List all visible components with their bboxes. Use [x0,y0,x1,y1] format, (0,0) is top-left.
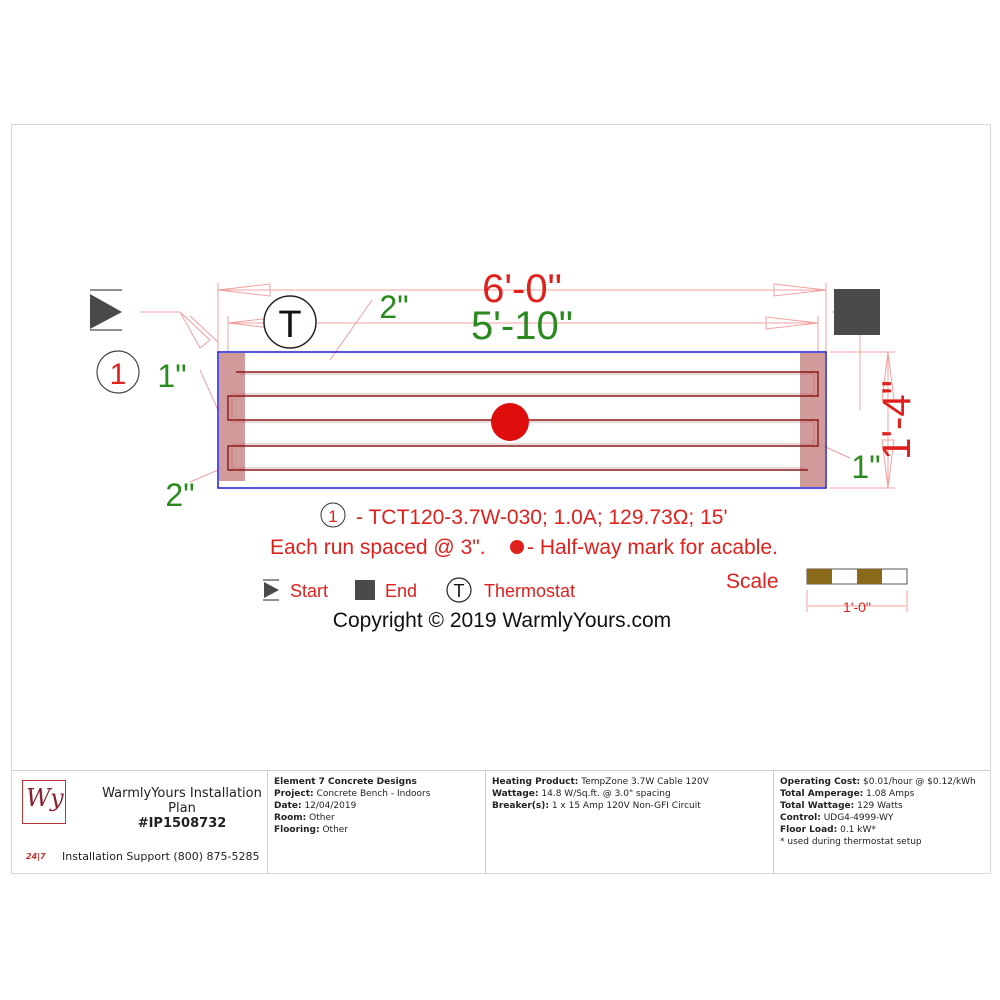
control-value: UDG4-4999-WY [823,813,894,823]
wattage-value: 14.8 W/Sq.ft. @ 3.0" spacing [541,789,671,799]
scale-bar [806,568,908,612]
customer-name: Element 7 Concrete Designs [274,777,417,787]
titleblock-product: Heating Product: TempZone 3.7W Cable 120… [486,770,774,874]
titleblock-project: Element 7 Concrete Designs Project: Conc… [268,770,486,874]
installation-support-text: Installation Support (800) 875-5285 [62,850,260,863]
dim-right-offset: 1" [851,449,880,485]
thermostat-symbol: T [263,295,317,349]
circuit-number-badge: 1 [96,350,140,394]
bench-outline [217,351,827,489]
dimension-lines [140,283,895,489]
footnote: * used during thermostat setup [780,837,922,847]
end-symbol [834,289,880,335]
amperage-value: 1.08 Amps [866,789,915,799]
legend-halfway-note: - Half-way mark for acable. [527,536,778,559]
dim-total-width: 6'-0" [482,267,562,311]
legend-cable-number: 1 [328,507,337,526]
titleblock-company: Wy WarmlyYours Installation Plan #IP1508… [12,770,268,874]
total-wattage-value: 129 Watts [857,801,903,811]
titleblock-divider [12,770,990,771]
heating-product-value: TempZone 3.7W Cable 120V [581,777,709,787]
plan-sheet [11,124,991,874]
halfway-mark [491,403,529,441]
operating-cost-value: $0.01/hour @ $0.12/kWh [863,777,976,787]
legend-spacing-note: Each run spaced @ 3". [270,536,486,559]
svg-text:1: 1 [110,358,127,391]
date-value: 12/04/2019 [304,801,357,811]
support-24-7-icon: 24|7 [26,852,46,861]
scale-value: 1'-0" [843,599,871,615]
start-symbol [90,289,122,331]
scale-label: Scale [726,570,779,593]
svg-text:T: T [278,304,301,346]
plan-number: #IP1508732 [137,816,227,831]
dim-bottom-left-offset: 2" [165,477,194,513]
floor-load-value: 0.1 kW* [840,825,876,835]
svg-text:T: T [454,581,465,601]
logo-mark: Wy [26,784,64,812]
dim-height: 1'-4" [875,380,919,460]
legend-thermostat-label: Thermostat [484,581,575,601]
breaker-value: 1 x 15 Amp 120V Non-GFI Circuit [551,801,701,811]
legend-start-label: Start [290,581,328,601]
dim-left-offset: 1" [157,358,186,394]
legend: 1 - TCT120-3.7W-030; 1.0A; 129.73Ω; 15' … [263,502,908,632]
project-value: Concrete Bench - Indoors [316,789,431,799]
dim-heated-width: 5'-10" [471,304,573,348]
legend-end-icon [355,580,375,600]
legend-cable-spec: - TCT120-3.7W-030; 1.0A; 129.73Ω; 15' [356,506,727,529]
legend-start-icon [263,579,279,601]
legend-end-label: End [385,581,417,601]
titleblock-cost: Operating Cost: $0.01/hour @ $0.12/kWh T… [780,777,976,847]
legend-halfway-dot [510,540,524,554]
warmlyyours-logo [22,780,66,824]
installation-plan-drawing: T 1 6'-0" 5'-10" 2" 1" 2" 1" 1'-4" 1 - T… [90,267,919,632]
company-title: WarmlyYours Installation Plan [102,786,262,816]
legend-thermostat-icon [446,577,472,603]
copyright: Copyright © 2019 WarmlyYours.com [333,609,671,632]
dim-top-offset: 2" [379,289,408,325]
room-value: Other [309,813,335,823]
flooring-value: Other [322,825,349,835]
